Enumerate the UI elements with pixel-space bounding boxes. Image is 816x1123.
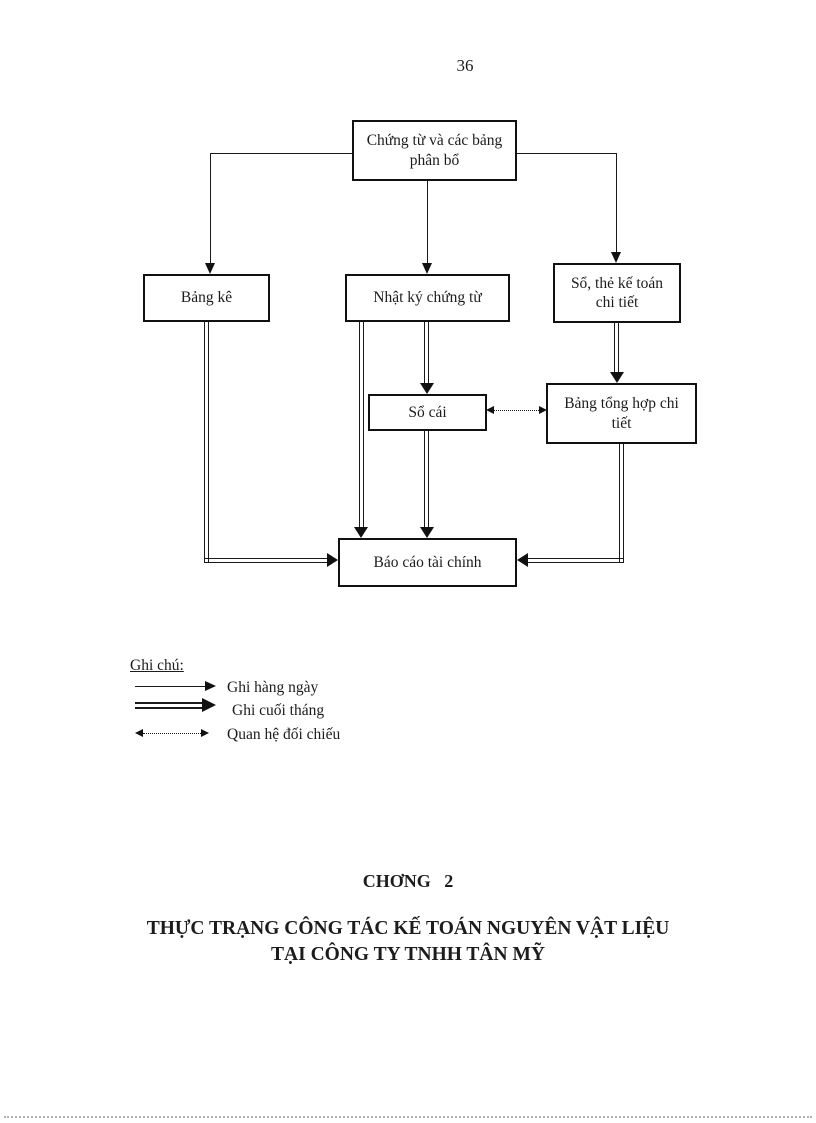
arrowhead-baocao-right-icon [517, 553, 528, 567]
solid-arrow-icon [135, 686, 205, 687]
node-so-cai: Sổ cái [368, 394, 487, 431]
node-nhat-ky: Nhật ký chứng từ [345, 274, 510, 322]
connector-chungtu-sothe-h [517, 153, 617, 154]
dotted-double-arrow-icon [143, 733, 203, 734]
arrowhead-baocao-left-top-icon [354, 527, 368, 538]
node-chung-tu: Chứng từ và các bảng phân bổ [352, 120, 517, 181]
double-line-arrow-icon [135, 702, 203, 709]
legend-label-daily: Ghi hàng ngày [227, 679, 319, 696]
connector-chungtu-bangke-h [211, 153, 352, 154]
chapter-title-line2: TẠI CÔNG TY TNHH TÂN MỸ [271, 944, 545, 965]
legend-label-month-end: Ghi cuối tháng [232, 702, 325, 719]
arrowhead-bangke-icon [205, 263, 215, 274]
arrowhead-bangtonghop-icon [610, 372, 624, 383]
connector-bangtonghop-baocao-v [619, 444, 624, 563]
legend-title: Ghi chú: [130, 657, 184, 674]
arrowhead-sothe-icon [611, 252, 621, 263]
connector-bangtonghop-baocao-h [528, 558, 624, 563]
connector-nhatky-socai [424, 322, 429, 383]
arrowhead-nhatky-icon [422, 263, 432, 274]
connector-chungtu-nhatky [427, 181, 428, 263]
connector-sothe-bangtonghop [614, 323, 619, 372]
arrowhead-baocao-left-icon [327, 553, 338, 567]
double-line-arrow-head-icon [202, 698, 216, 712]
connector-chungtu-bangke-v [210, 153, 211, 263]
page-number: 36 [456, 56, 474, 75]
chapter-title-line1: THỰC TRẠNG CÔNG TÁC KẾ TOÁN NGUYÊN VẬT L… [146, 918, 670, 939]
chapter-heading: CHƠNG 2 [362, 871, 454, 891]
dotted-arrow-left-head-icon [135, 729, 143, 737]
arrowhead-baocao-mid-top-icon [420, 527, 434, 538]
arrowhead-socai-icon [420, 383, 434, 394]
arrowhead-socai-side-icon [486, 406, 494, 414]
dotted-arrow-right-head-icon [201, 729, 209, 737]
connector-socai-bangtonghop-dotted [494, 410, 539, 411]
connector-chungtu-sothe-v [616, 153, 617, 252]
arrowhead-bangtonghop-side-icon [539, 406, 547, 414]
solid-arrow-head-icon [205, 681, 216, 691]
legend-label-reconciliation: Quan hệ đối chiếu [227, 726, 341, 743]
node-bao-cao: Báo cáo tài chính [338, 538, 517, 587]
connector-socai-baocao [424, 431, 429, 527]
connector-bangke-baocao-h [204, 558, 327, 563]
connector-bangke-baocao-v [204, 322, 209, 563]
node-bang-ke: Bảng kê [143, 274, 270, 322]
connector-nhatky-baocao [359, 322, 364, 527]
node-bang-tong-hop: Bảng tổng hợp chi tiết [546, 383, 697, 444]
page-bottom-dotted-rule [4, 1116, 812, 1118]
node-so-the: Sổ, thẻ kế toán chi tiết [553, 263, 681, 323]
